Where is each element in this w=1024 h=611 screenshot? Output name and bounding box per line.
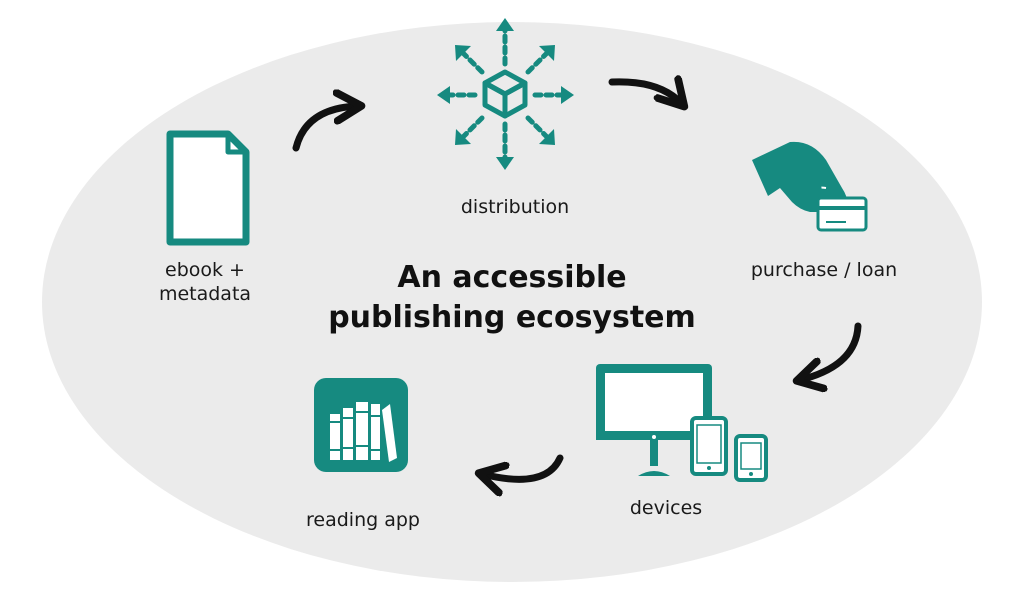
diagram-title: An accessible publishing ecosystem: [312, 258, 712, 338]
devices-label: devices: [629, 497, 703, 519]
devices-icon: [596, 364, 768, 482]
hand-card-icon: [752, 141, 868, 232]
purchase-loan-label: purchase / loan: [750, 259, 898, 281]
distribution-label: distribution: [460, 196, 570, 218]
distribution-arrowheads: [437, 18, 574, 170]
ebook-label-line2: metadata: [158, 283, 252, 305]
diagram-title-line2: publishing ecosystem: [328, 300, 696, 335]
arrow-purchase-to-devices: [800, 322, 862, 380]
package-distribution-icon: [444, 25, 567, 163]
arrow-devices-to-reading-app: [482, 454, 564, 479]
document-icon: [166, 130, 250, 246]
ebook-label-line1: ebook +: [165, 259, 245, 281]
arrow-ebook-to-distribution: [292, 106, 358, 152]
library-books-icon: [314, 378, 408, 472]
reading-app-label: reading app: [306, 509, 420, 531]
ebook-label: ebook + metadata: [152, 258, 258, 306]
arrow-distribution-to-purchase: [608, 82, 682, 104]
diagram-title-line1: An accessible: [397, 260, 627, 295]
